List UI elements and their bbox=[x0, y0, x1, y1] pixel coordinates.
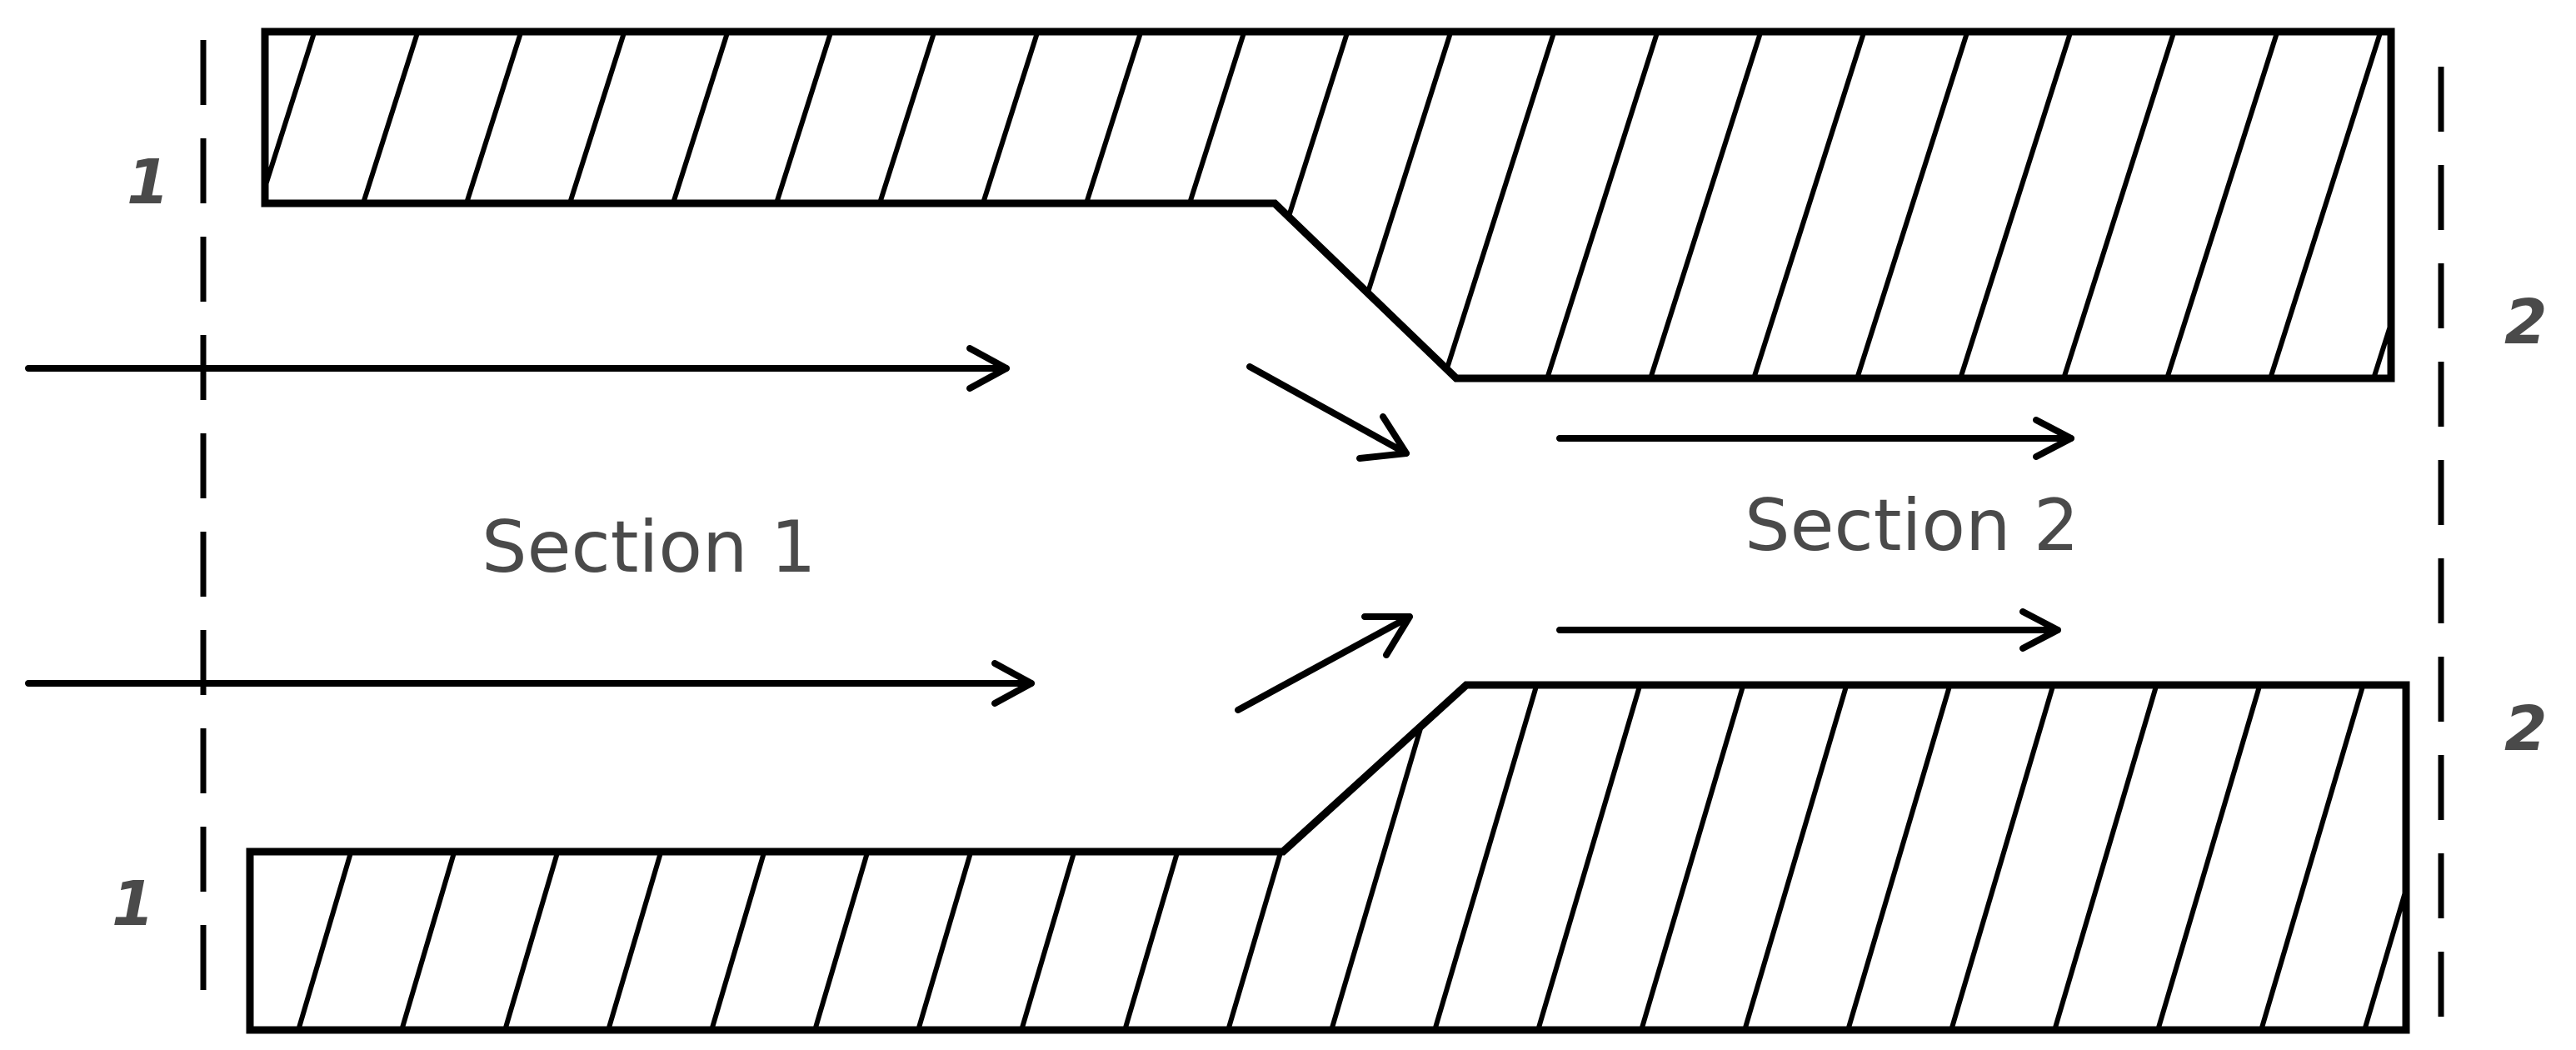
hatch-line bbox=[1644, 32, 1765, 378]
hatch-line bbox=[1429, 685, 1542, 1030]
hatch-line bbox=[2160, 32, 2282, 378]
hatch-line bbox=[2264, 32, 2385, 378]
hatch-line bbox=[2152, 685, 2265, 1030]
inlet-arrow-lower bbox=[25, 660, 1035, 707]
hatch-line bbox=[1325, 685, 1439, 1030]
hatch-line bbox=[1850, 32, 1972, 378]
hatch-line bbox=[2057, 32, 2179, 378]
inlet-arrow-upper bbox=[25, 345, 1010, 392]
upper-wall-hatching bbox=[265, 32, 2391, 378]
upper-wall bbox=[261, 28, 2395, 382]
outlet-arrow-upper bbox=[1556, 417, 2074, 460]
converging-arrow-upper bbox=[1246, 363, 1410, 462]
section-1-label: Section 1 bbox=[482, 506, 816, 589]
hatch-line bbox=[1540, 32, 1662, 378]
hatch-line bbox=[1945, 685, 2059, 1030]
outlet-arrow-lower bbox=[1556, 608, 2061, 652]
hatch-line bbox=[1532, 685, 1645, 1030]
hatch-line bbox=[1739, 685, 1852, 1030]
hatch-line bbox=[2255, 685, 2369, 1030]
station-2-upper-label: 2 bbox=[2504, 287, 2548, 358]
hatch-line bbox=[265, 32, 319, 378]
station-1-lower-label: 1 bbox=[112, 868, 155, 940]
station-1-upper-label: 1 bbox=[127, 147, 170, 218]
converging-arrow-lower bbox=[1235, 613, 1413, 713]
station-2-lower-label: 2 bbox=[2504, 693, 2548, 765]
section-2-label: Section 2 bbox=[1745, 484, 2079, 568]
hatch-line bbox=[1842, 685, 1955, 1030]
hatch-line bbox=[1437, 32, 1559, 378]
hatch-line bbox=[2359, 685, 2406, 1030]
hatch-line bbox=[2049, 685, 2162, 1030]
hatch-line bbox=[1747, 32, 1869, 378]
hatch-line bbox=[1954, 32, 2075, 378]
hatch-line bbox=[1635, 685, 1749, 1030]
lower-wall bbox=[246, 681, 2410, 1034]
